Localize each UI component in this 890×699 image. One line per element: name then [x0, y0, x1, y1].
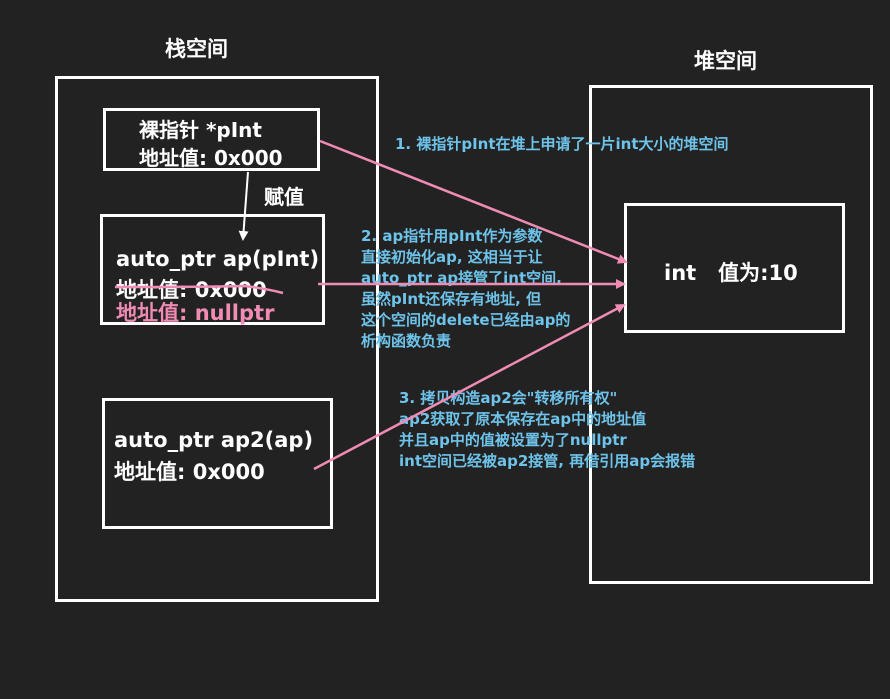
ap2-address: 地址值: 0x000 — [114, 460, 265, 484]
heap-region — [589, 85, 873, 584]
raw-pointer-box — [103, 108, 320, 171]
assign-label: 赋值 — [264, 185, 304, 209]
note-2-line: auto_ptr ap接管了int空间, — [361, 269, 562, 287]
stack-region — [55, 76, 379, 602]
assign-arrow — [238, 171, 249, 241]
ap-address: 地址值: 0x000 — [116, 278, 267, 302]
ap-box — [100, 214, 325, 325]
raw-pointer-arrow — [319, 139, 628, 264]
heap-int-box — [624, 203, 845, 333]
note-1: 1. 裸指针pInt在堆上申请了一片int大小的堆空间 — [395, 135, 729, 153]
ap-name: auto_ptr ap(pInt) — [116, 247, 320, 271]
ap2-name: auto_ptr ap2(ap) — [114, 428, 314, 452]
note-3-line: 3. 拷贝构造ap2会"转移所有权" — [399, 389, 618, 407]
raw-pointer-address: 地址值: 0x000 — [139, 146, 283, 170]
note-2-line: 直接初始化ap, 这相当于让 — [361, 248, 543, 266]
ap2-box — [102, 398, 333, 529]
stack-region-title: 栈空间 — [165, 37, 228, 61]
note-2-line: 这个空间的delete已经由ap的 — [361, 311, 571, 329]
ap-address-strike — [114, 284, 284, 295]
heap-int-label: int 值为:10 — [664, 261, 798, 285]
heap-region-title: 堆空间 — [694, 49, 757, 73]
ap2-arrow — [313, 303, 626, 471]
raw-pointer-name: 裸指针 *pInt — [139, 118, 262, 142]
note-3-line: int空间已经被ap2接管, 再借引用ap会报错 — [399, 452, 696, 470]
note-3-line: ap2获取了原本保存在ap中的地址值 — [399, 410, 647, 428]
ap-new-address: 地址值: nullptr — [116, 301, 275, 325]
note-3-line: 并且ap中的值被设置为了nullptr — [399, 431, 627, 449]
note-2-line: 虽然pInt还保存有地址, 但 — [361, 290, 542, 308]
note-2-line: 2. ap指针用pInt作为参数 — [361, 227, 543, 245]
note-2-line: 析构函数负责 — [361, 332, 452, 350]
